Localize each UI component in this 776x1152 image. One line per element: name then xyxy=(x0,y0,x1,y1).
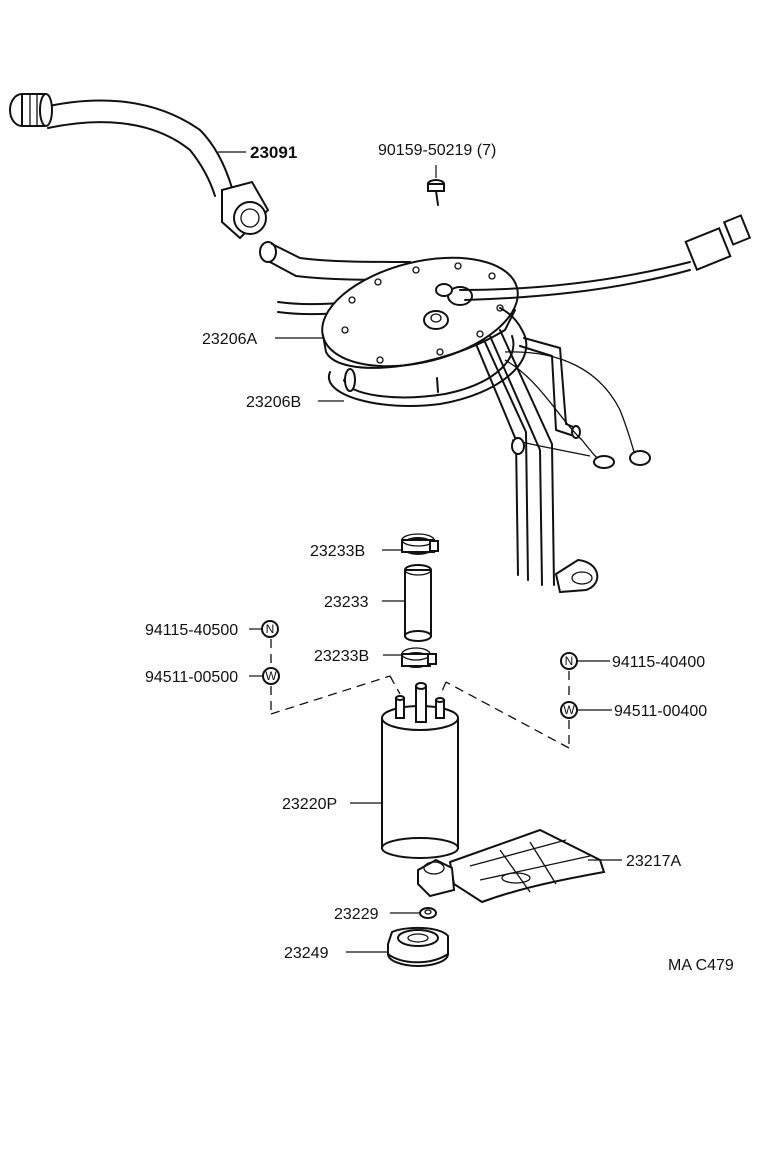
washer-symbol-left: W xyxy=(262,667,280,685)
washer-23229 xyxy=(419,907,437,919)
washer-symbol-right: W xyxy=(560,701,578,719)
label-94511-00500: 94511-00500 xyxy=(145,669,238,686)
fuel-filter-23217a xyxy=(417,828,606,904)
label-23091: 23091 xyxy=(250,143,297,162)
label-23217a: 23217A xyxy=(626,853,681,870)
assembly-dashed-lines xyxy=(270,639,570,749)
clamp-23233b-lower xyxy=(401,647,437,668)
fuel-hose-23091 xyxy=(9,93,270,240)
sender-tubes xyxy=(475,329,651,594)
nut-symbol-right: N xyxy=(560,652,578,670)
svg-text:W: W xyxy=(563,703,575,717)
label-23233b-lower: 23233B xyxy=(314,648,369,665)
cushion-23249 xyxy=(387,926,449,967)
label-90159-50219: 90159-50219 (7) xyxy=(378,142,496,159)
fuel-pump-23220p xyxy=(381,682,459,859)
clamp-23233b-upper xyxy=(401,533,439,555)
svg-text:N: N xyxy=(565,654,574,668)
leader-lines xyxy=(218,151,622,953)
label-94115-40500: 94115-40500 xyxy=(145,622,238,639)
label-94511-00400: 94511-00400 xyxy=(614,703,707,720)
svg-text:N: N xyxy=(266,622,275,636)
bolt-90159-50219 xyxy=(427,165,445,206)
hose-23233 xyxy=(404,564,432,642)
gasket-23206b xyxy=(327,307,528,407)
label-23233: 23233 xyxy=(324,594,369,611)
label-94115-40400: 94115-40400 xyxy=(612,654,705,671)
fuel-pump-bracket-23206a xyxy=(259,214,752,369)
label-23249: 23249 xyxy=(284,945,329,962)
label-23206b: 23206B xyxy=(246,394,301,411)
label-23229: 23229 xyxy=(334,906,379,923)
label-23220p: 23220P xyxy=(282,796,337,813)
label-23206a: 23206A xyxy=(202,331,257,348)
label-23233b-upper: 23233B xyxy=(310,543,365,560)
nut-symbol-left: N xyxy=(261,620,279,638)
figure-code: MA C479 xyxy=(668,957,734,974)
svg-text:W: W xyxy=(265,669,277,683)
